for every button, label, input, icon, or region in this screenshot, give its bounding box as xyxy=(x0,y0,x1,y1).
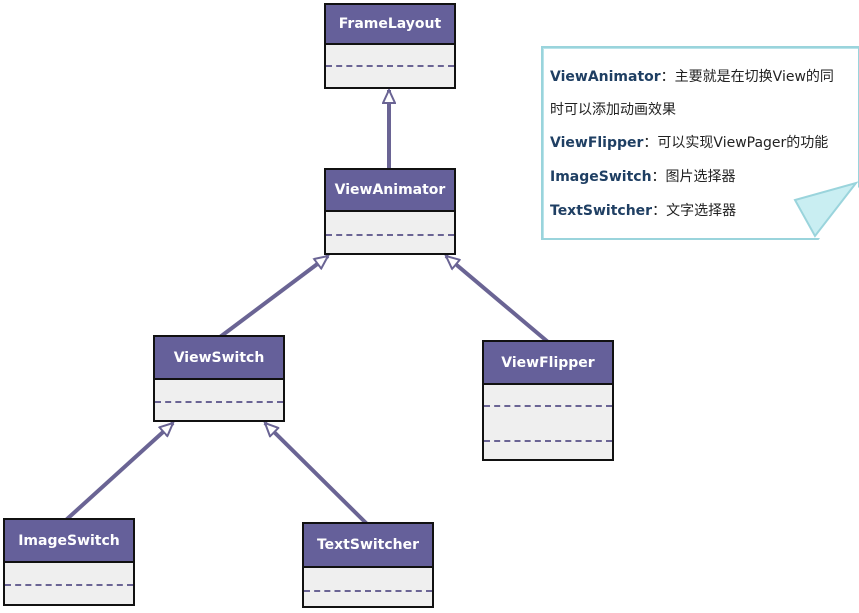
arrow-viewflipper-to-viewanimator xyxy=(446,256,550,344)
class-name: TextSwitcher xyxy=(304,524,432,568)
class-box-framelayout: FrameLayout xyxy=(324,3,456,89)
attributes-section xyxy=(484,385,612,407)
attributes-section xyxy=(155,380,283,403)
note-text: 时可以添加动画效果 xyxy=(550,102,676,118)
attributes-section xyxy=(326,45,454,67)
class-box-imageswitch: ImageSwitch xyxy=(3,518,135,606)
note-line-imageswitch: ImageSwitch：图片选择器 xyxy=(550,166,736,186)
arrow-imageswitch-to-viewswitch xyxy=(64,423,173,522)
arrow-viewswitch-to-viewanimator xyxy=(218,254,328,339)
class-box-viewflipper: ViewFlipper xyxy=(482,340,614,461)
class-name: ViewFlipper xyxy=(484,342,612,385)
class-box-viewswitch: ViewSwitch xyxy=(153,335,285,422)
note-line-textswitcher: TextSwitcher：文字选择器 xyxy=(550,200,736,220)
attributes-section xyxy=(326,212,454,236)
note-term: ViewAnimator xyxy=(550,69,661,85)
note-line-continuation: 时可以添加动画效果 xyxy=(550,99,676,119)
note-line-viewflipper: ViewFlipper：可以实现ViewPager的功能 xyxy=(550,132,828,152)
methods-section xyxy=(484,407,612,442)
note-text: ：主要就是在切换View的同 xyxy=(660,69,834,85)
note-text: ：可以实现ViewPager的功能 xyxy=(643,135,829,151)
note-term: ViewFlipper xyxy=(550,135,644,151)
note-line-viewanimator: ViewAnimator：主要就是在切换View的同 xyxy=(550,66,834,86)
note-text: ：文字选择器 xyxy=(652,203,737,219)
note-box: ViewAnimator：主要就是在切换View的同 时可以添加动画效果 Vie… xyxy=(541,46,859,240)
note-term: ImageSwitch xyxy=(550,169,652,185)
note-text: ：图片选择器 xyxy=(651,169,736,185)
note-term: TextSwitcher xyxy=(550,203,653,219)
class-name: FrameLayout xyxy=(326,5,454,45)
class-name: ImageSwitch xyxy=(5,520,133,563)
class-box-viewanimator: ViewAnimator xyxy=(324,168,456,255)
attributes-section xyxy=(304,568,432,592)
class-name: ViewSwitch xyxy=(155,337,283,380)
attributes-section xyxy=(5,563,133,586)
class-name: ViewAnimator xyxy=(326,170,454,212)
arrow-textswitcher-to-viewswitch xyxy=(265,423,369,526)
class-box-textswitcher: TextSwitcher xyxy=(302,522,434,608)
